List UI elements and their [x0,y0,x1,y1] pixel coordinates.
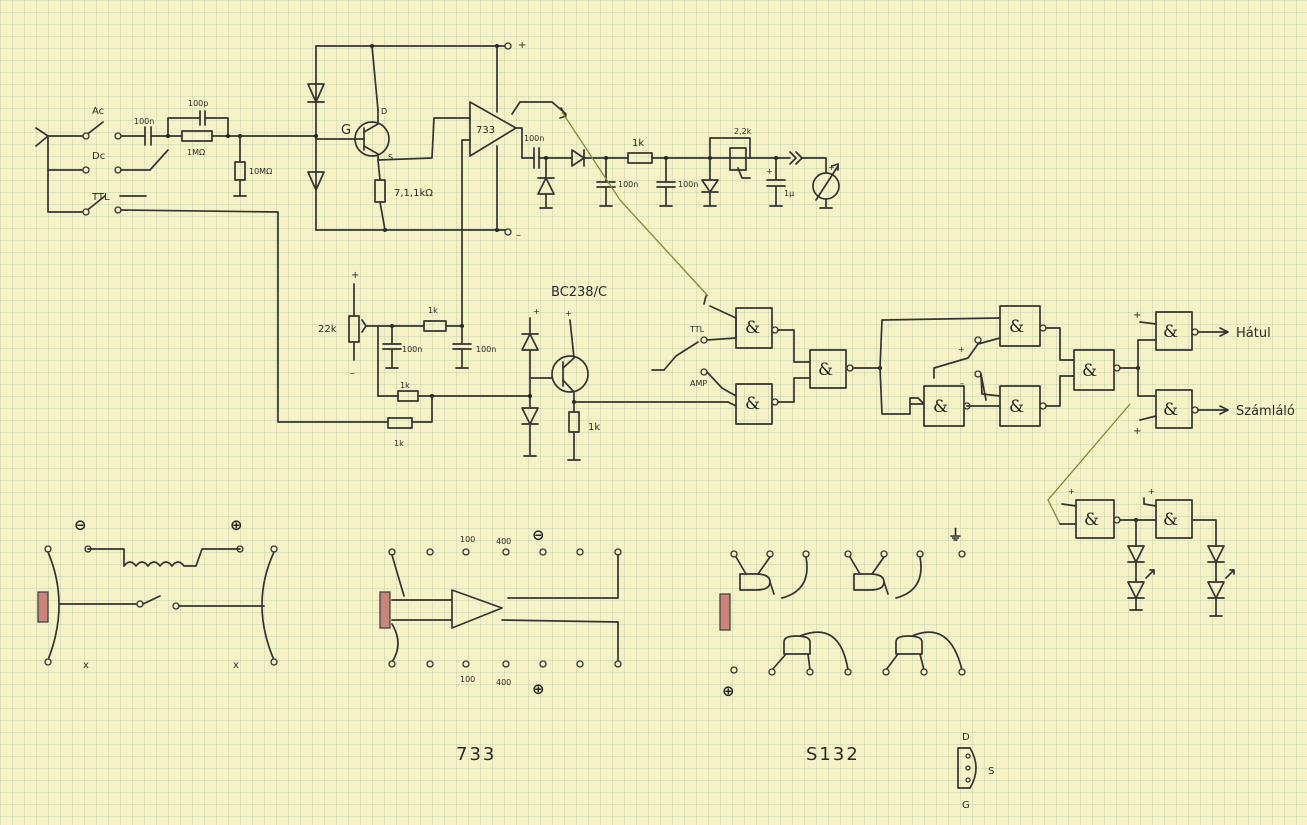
gate-2-symbol: & [745,394,760,414]
label-amp-chip: 733 [476,125,495,136]
pinout-label-g: G [962,800,970,811]
layout2-tap-400-top: 400 [496,537,511,546]
label-source: S [388,153,393,162]
layout2-minus-symbol: ⊖ [532,526,545,544]
label-bias-res-1: 1k [428,306,438,315]
label-cap-out: 100n [524,134,544,143]
gate-7-symbol: & [1082,361,1097,381]
label-g8-plus: + [1133,310,1141,321]
label-res-1: 1k [632,138,644,149]
label-cap-in: 100n [134,117,154,126]
label-sw-plus: + [958,345,965,354]
layout1-cross-right: x [233,660,239,671]
fet-pinout: D S G [957,732,994,811]
label-bias-res-3: 1k [394,439,404,448]
gate-8-symbol: & [1163,322,1178,342]
label-tr-plus: + [565,309,572,318]
layout3-ground-symbol: ⏚ [948,526,963,544]
label-cap-3-plus: + [766,167,773,176]
layout1-plus-symbol: ⊕ [230,516,243,534]
label-out-counter: Számláló [1236,404,1295,419]
label-supply-neg: – [516,230,521,241]
label-cap-3: 1µ [784,189,794,198]
label-bias-cap-2: 100n [476,345,496,354]
input-section: Ac Dc TTL 100n 100p 1MΩ 10MΩ [35,99,389,423]
gate-5-symbol: & [933,397,948,417]
logic-section: TTL AMP & & & & & & + – [561,111,1295,617]
label-ttl: TTL [91,192,110,203]
pinout-label-d: D [962,732,970,743]
pinout-label-s: S [988,766,994,777]
label-g11-plus: + [1148,487,1155,496]
layout3-plus-symbol: ⊕ [722,682,735,700]
label-g9-plus: + [1133,426,1141,437]
layout-733-board: 100 400 ⊖ 100 400 ⊕ 733 [379,526,622,765]
label-sel-ttl: TTL [689,325,705,334]
label-res-shunt: 10MΩ [249,167,272,176]
gate-11-symbol: & [1163,510,1178,530]
layout1-cross-left: x [83,660,89,671]
label-res-source: 7,1,1kΩ [394,188,433,199]
label-transistor: BC238/C [551,285,607,300]
label-drain: D [381,107,387,116]
gate-4-symbol: & [1009,317,1024,337]
meter-chain: 100n 100n 1k 100n 2,2k + 1µ + [521,127,840,209]
label-sw-minus: – [960,379,964,388]
caption-s132: S132 [806,744,860,765]
label-bias-minus: – [350,368,355,379]
label-bias-pot: 22k [318,324,337,335]
label-cap-comp: 100p [188,99,208,108]
layout2-plus-symbol: ⊕ [532,680,545,698]
layout2-tap-100-top: 100 [460,535,475,544]
label-cap-1: 100n [618,180,638,189]
label-diode-plus: + [533,307,540,316]
label-res-emitter: 1k [588,422,600,433]
label-ac: Ac [92,106,104,117]
gate-1-symbol: & [745,318,760,338]
layout-switch-board: ⊖ ⊕ x x [37,516,278,671]
bias-section: + – 22k 1k 100n 100n 1k 1k BC238/C + [318,270,729,461]
label-out-back: Hátul [1236,326,1271,341]
label-sel-amp: AMP [690,379,707,388]
layout-s132-board: ⏚ ⊕ S132 [719,526,966,765]
label-bias-plus: + [351,270,359,281]
layout2-tap-100-bottom: 100 [460,675,475,684]
gate-10-symbol: & [1084,510,1099,530]
caption-733: 733 [456,744,496,765]
gate-9-symbol: & [1163,400,1178,420]
label-meter-plus: + [828,163,835,172]
amplifier-733: 733 [461,45,567,327]
label-g10-plus: + [1068,487,1075,496]
label-supply-pos: + [518,40,526,51]
layout2-tap-400-bottom: 400 [496,678,511,687]
layout1-minus-symbol: ⊖ [74,516,87,534]
label-bias-cap-1: 100n [402,345,422,354]
label-bias-res-2: 1k [400,381,410,390]
gate-3-symbol: & [818,360,833,380]
gate-6-symbol: & [1009,397,1024,417]
label-dc: Dc [92,151,105,162]
label-gate: G [341,123,351,138]
label-cap-2: 100n [678,180,698,189]
label-res-series: 1MΩ [187,148,205,157]
label-pot: 2,2k [734,127,752,136]
fet-stage: + – G D S 7,1,1kΩ [307,40,526,241]
